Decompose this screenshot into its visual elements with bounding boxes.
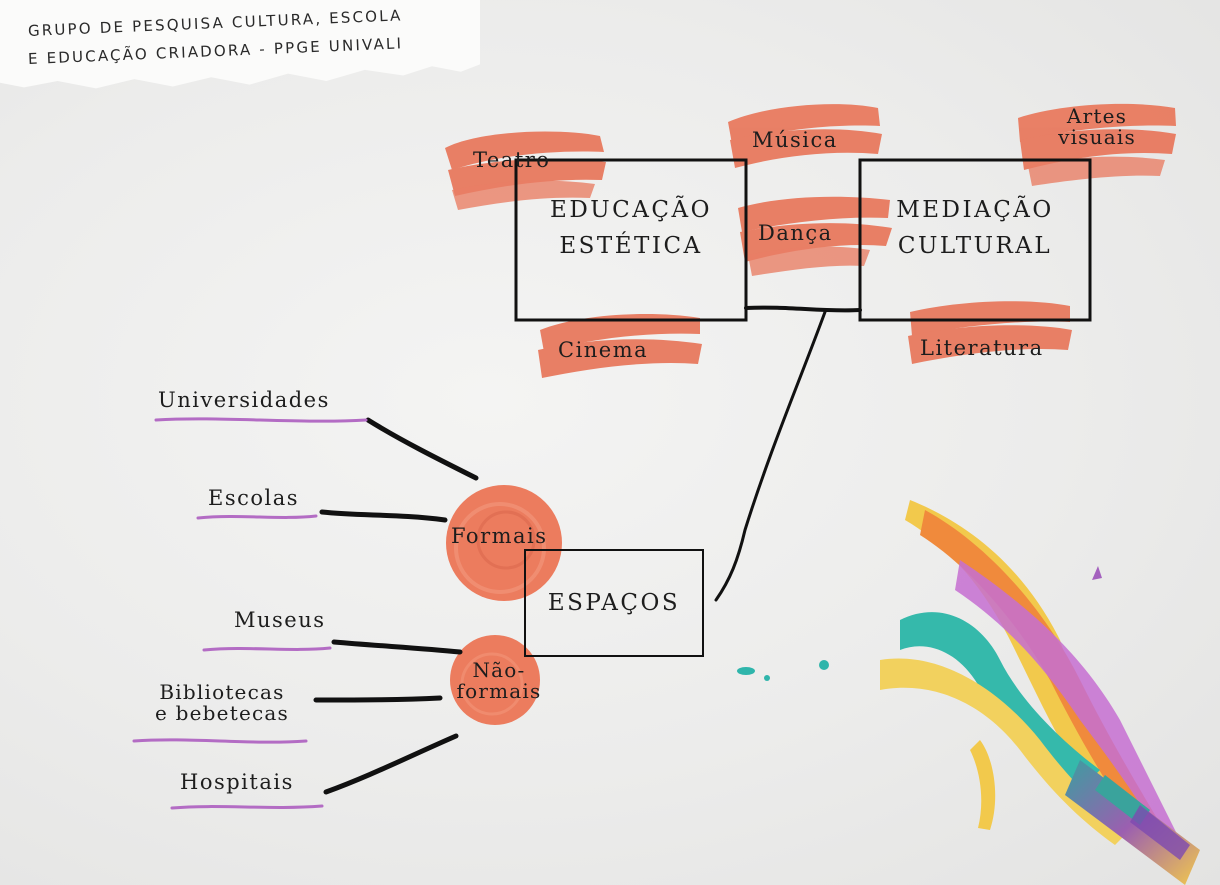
mediacao-line-1: MEDIAÇÃO — [896, 197, 1054, 223]
art-label-danca: Dança — [758, 221, 833, 245]
paint-stroke-teatro — [445, 131, 606, 210]
space-label-nao-formais: Não- formais — [440, 660, 558, 702]
paintbrush-illustration — [880, 500, 1200, 885]
box-educacao-estetica — [514, 158, 748, 322]
place-label-museus: Museus — [234, 608, 326, 632]
place-label-hospitais: Hospitais — [180, 770, 294, 794]
box-mediacao-cultural — [858, 158, 1092, 322]
mediacao-line-2: CULTURAL — [897, 232, 1053, 259]
space-label-formais: Formais — [451, 524, 548, 548]
mediacao-cultural-label: MEDIAÇÃO CULTURAL — [860, 193, 1090, 264]
art-label-artes-visuais: Artes visuais — [1042, 106, 1152, 148]
art-label-teatro: Teatro — [473, 148, 551, 172]
espacos-label: ESPAÇOS — [547, 590, 681, 616]
connector-lines — [313, 305, 862, 795]
nao-formais-line-2: formais — [456, 679, 542, 703]
nao-formais-line-1: Não- — [472, 658, 526, 682]
educacao-estetica-label: EDUCAÇÃO ESTÉTICA — [516, 193, 746, 264]
box-espacos — [524, 549, 704, 657]
paint-stroke-musica — [728, 104, 882, 168]
art-label-literatura: Literatura — [920, 336, 1044, 360]
artes-line-2: visuais — [1058, 125, 1136, 149]
bibliotecas-line-2: e bebetecas — [155, 701, 289, 725]
place-label-universidades: Universidades — [158, 388, 330, 412]
educacao-line-2: ESTÉTICA — [559, 232, 703, 259]
art-label-musica: Música — [752, 128, 838, 152]
paint-stroke-cinema — [538, 314, 702, 378]
paint-stroke-danca — [738, 196, 892, 276]
educacao-line-1: EDUCAÇÃO — [550, 197, 712, 223]
paint-splatters — [737, 566, 1102, 681]
place-label-escolas: Escolas — [208, 486, 300, 510]
place-label-bibliotecas: Bibliotecas e bebetecas — [136, 682, 308, 724]
art-label-cinema: Cinema — [558, 338, 649, 362]
paint-blob-nao-formais — [450, 635, 540, 725]
bibliotecas-line-1: Bibliotecas — [159, 680, 285, 704]
paint-blob-formais — [446, 485, 562, 601]
header-paper-strip — [0, 0, 480, 89]
artes-line-1: Artes — [1066, 104, 1128, 128]
purple-underlines — [132, 417, 368, 810]
